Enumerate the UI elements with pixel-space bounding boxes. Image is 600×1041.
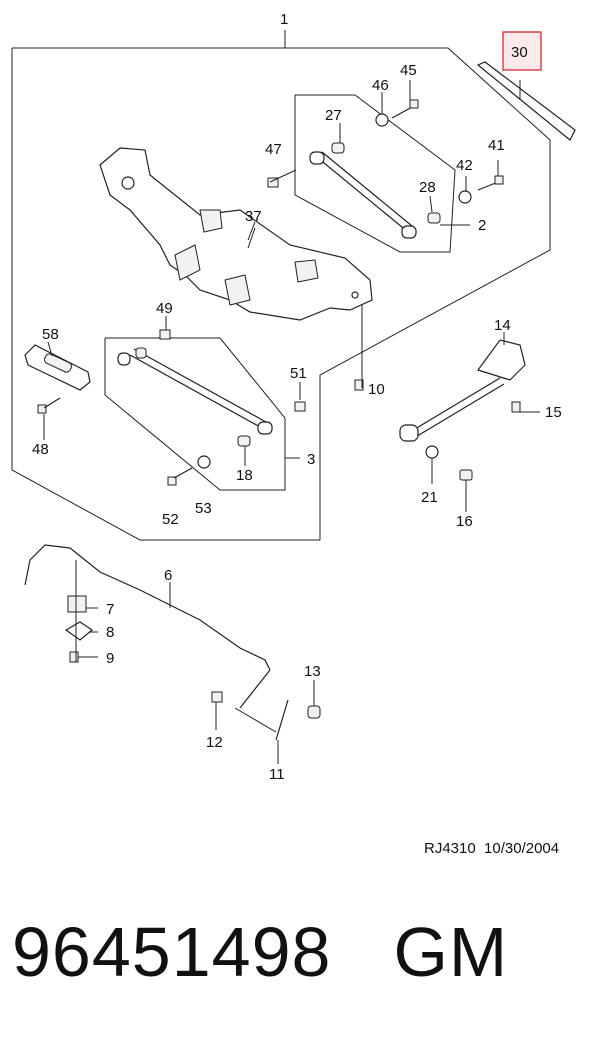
callout-30: 30: [511, 44, 528, 61]
callout-46: 46: [372, 77, 389, 94]
hardware-fasteners: [37, 99, 504, 486]
callout-53: 53: [195, 500, 212, 517]
callout-3: 3: [307, 451, 315, 468]
callout-45: 45: [400, 62, 417, 79]
brand-name: GM: [393, 913, 509, 991]
callout-37: 37: [245, 208, 262, 225]
callout-7: 7: [106, 601, 114, 618]
callout-52: 52: [162, 511, 179, 528]
highlight-box-30: [502, 31, 542, 71]
leader-lines: [43, 80, 540, 764]
assembly-outline: [11, 30, 551, 541]
drawing-date: 10/30/2004: [484, 840, 560, 857]
drawing-reference: RJ4310 10/30/2004: [424, 840, 559, 857]
callout-12: 12: [206, 734, 223, 751]
callout-6: 6: [164, 567, 172, 584]
callout-51: 51: [290, 365, 307, 382]
callout-49: 49: [156, 300, 173, 317]
callout-58: 58: [42, 326, 59, 343]
callout-labels: 1 30 45 46 27 41 47 42 28 37 2 49 58 14 …: [32, 11, 562, 783]
callout-8: 8: [106, 624, 114, 641]
callout-1: 1: [280, 11, 288, 28]
part-stabilizer-bar: [24, 544, 321, 741]
part-weatherstrip-30: [476, 61, 576, 141]
exploded-parts-diagram: 1 30 45 46 27 41 47 42 28 37 2 49 58 14 …: [11, 11, 576, 783]
callout-15: 15: [545, 404, 562, 421]
part-crossmember: [99, 147, 373, 321]
callout-2: 2: [478, 217, 486, 234]
callout-10: 10: [368, 381, 385, 398]
callout-11: 11: [269, 766, 285, 783]
part-upper-arm-2: [294, 94, 470, 253]
callout-18: 18: [236, 467, 253, 484]
callout-27: 27: [325, 107, 342, 124]
part-lower-arm-3: [104, 337, 300, 491]
callout-21: 21: [421, 489, 438, 506]
callout-48: 48: [32, 441, 49, 458]
callout-9: 9: [106, 650, 114, 667]
callout-28: 28: [419, 179, 436, 196]
callout-41: 41: [488, 137, 505, 154]
callout-47: 47: [265, 141, 282, 158]
callout-13: 13: [304, 663, 321, 680]
part-trailing-link: [399, 339, 526, 481]
part-number-banner: 96451498 GM: [12, 912, 508, 992]
callout-14: 14: [494, 317, 511, 334]
callout-42: 42: [456, 157, 473, 174]
part-bracket-58: [24, 344, 91, 391]
callout-16: 16: [456, 513, 473, 530]
part-number: 96451498: [12, 913, 332, 991]
drawing-code: RJ4310: [424, 840, 476, 857]
